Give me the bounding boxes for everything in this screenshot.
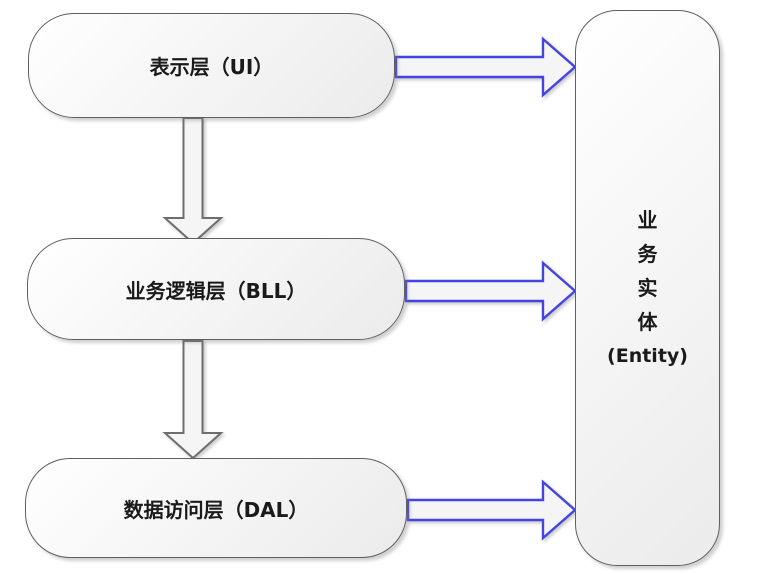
entity-label-char-4: 体 (637, 310, 658, 334)
entity-label-en: (Entity) (607, 345, 688, 367)
arrow-dal-to-entity (406, 479, 577, 541)
business-logic-layer-label: 业务逻辑层（BLL） (125, 278, 307, 303)
node-business-entity: 业 务 实 体 (Entity) (575, 10, 720, 566)
node-business-logic-layer: 业务逻辑层（BLL） (27, 238, 405, 340)
entity-label-char-3: 实 (637, 276, 658, 300)
data-access-layer-label: 数据访问层（DAL） (123, 497, 309, 522)
entity-label-char-2: 务 (637, 242, 658, 266)
arrow-ui-to-entity (394, 36, 577, 98)
entity-label-char-1: 业 (637, 208, 658, 232)
arrow-bll-to-dal (162, 340, 224, 460)
arrow-ui-to-bll (162, 117, 224, 245)
presentation-layer-label: 表示层（UI） (149, 55, 274, 79)
node-presentation-layer: 表示层（UI） (28, 13, 395, 118)
node-data-access-layer: 数据访问层（DAL） (25, 458, 407, 558)
arrow-bll-to-entity (404, 260, 577, 322)
